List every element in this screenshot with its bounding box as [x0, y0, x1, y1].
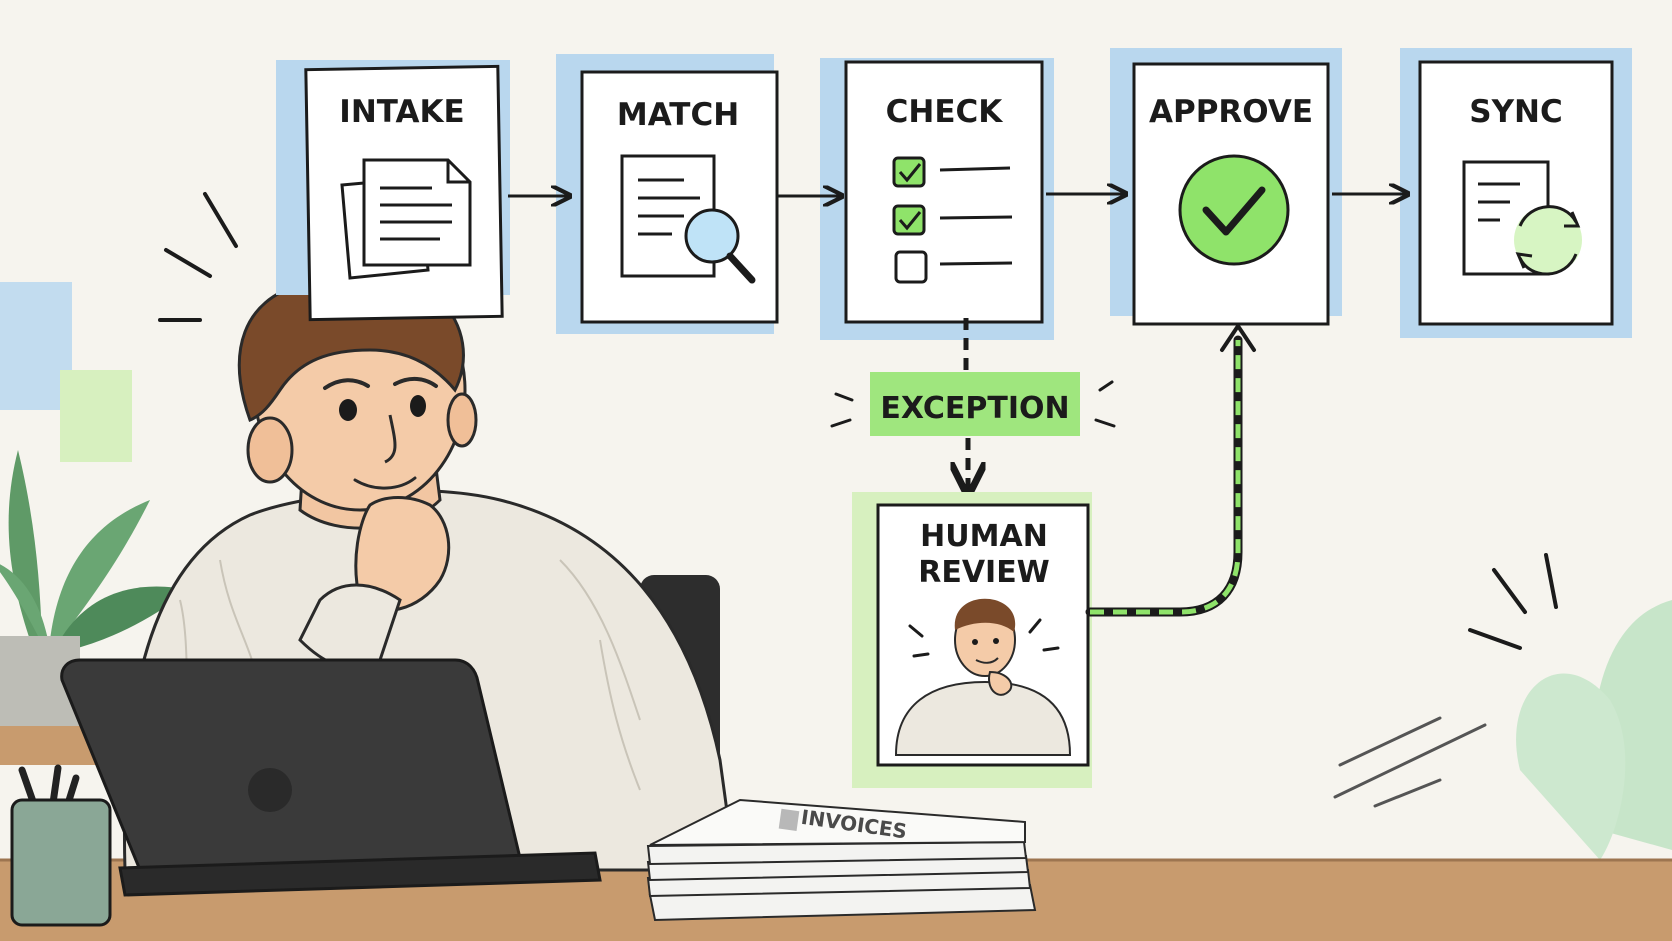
flow-arrows	[508, 194, 1406, 196]
reviewer-portrait	[894, 598, 1072, 756]
stage-label-check: CHECK	[886, 94, 1004, 130]
laptop	[60, 658, 602, 897]
checklist-icon	[892, 156, 1013, 284]
speed-lines	[1333, 716, 1487, 808]
sticky-note-green	[60, 370, 132, 462]
stage-label-match: MATCH	[617, 97, 739, 133]
checkmark-circle-icon	[1178, 154, 1290, 266]
exception-label: EXCEPTION	[880, 391, 1069, 426]
spark-lines-left	[158, 192, 238, 322]
stage-approve: APPROVE	[1110, 48, 1342, 326]
stage-label-sync: SYNC	[1469, 94, 1562, 130]
laptop-logo-icon	[248, 768, 292, 812]
stage-check: CHECK	[820, 58, 1054, 340]
plant-right	[1516, 600, 1672, 860]
review-label-line2: REVIEW	[918, 555, 1050, 590]
documents-icon	[340, 158, 472, 280]
sync-document-icon	[1462, 160, 1582, 276]
plant-left	[0, 450, 190, 726]
invoices-stack: INVOICES	[646, 798, 1037, 922]
spark-lines-right	[1468, 553, 1558, 650]
stage-match: MATCH	[556, 54, 779, 334]
stage-label-intake: INTAKE	[339, 94, 464, 130]
review-label-line1: HUMAN	[920, 519, 1048, 554]
pencil-cup	[10, 764, 112, 927]
stage-intake: INTAKE	[276, 60, 510, 322]
stage-sync: SYNC	[1400, 48, 1632, 338]
stage-label-approve: APPROVE	[1149, 94, 1313, 130]
exception-spark-lines	[830, 380, 1116, 428]
return-path-review-approve	[1090, 340, 1241, 615]
human-review-card: HUMAN REVIEW	[852, 492, 1092, 788]
exception-tag: EXCEPTION	[870, 372, 1080, 436]
magnifier-document-icon	[620, 154, 756, 284]
return-arrow-head	[1220, 324, 1256, 352]
